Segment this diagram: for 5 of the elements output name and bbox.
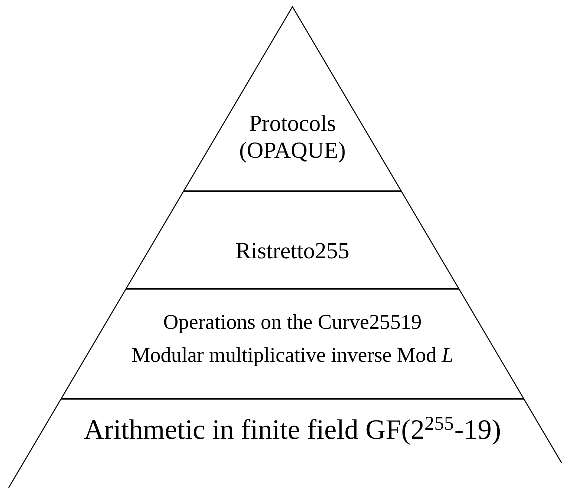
layer-label: Modular multiplicative inverse Mod L — [132, 347, 453, 367]
layer-label: Arithmetic in finite field GF(2$^{255}$-19) — [84, 417, 500, 445]
layer-label: Operations on the Curve25519 — [164, 314, 422, 334]
layer-label: Ristretto255 — [236, 243, 349, 259]
layer-label: Protocols (OPAQUE) — [240, 115, 345, 163]
